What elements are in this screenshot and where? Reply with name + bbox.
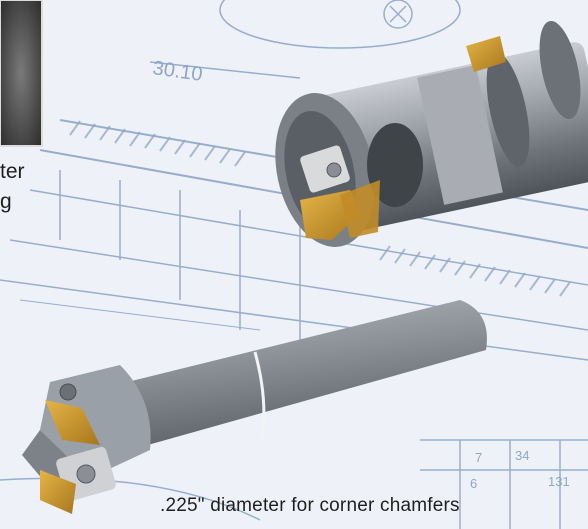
dimension-line — [149, 61, 301, 79]
gold-insert — [340, 180, 380, 238]
table-cell: 34 — [515, 448, 529, 463]
bottom-caption: .225" diameter for corner chamfers — [160, 495, 460, 516]
table-cell: 7 — [475, 450, 482, 465]
left-caption-line-2: g — [0, 190, 12, 213]
left-caption-line-1: ter — [0, 160, 25, 183]
gold-insert — [40, 470, 76, 514]
insert-screw — [76, 464, 96, 484]
insert-screw — [59, 383, 77, 401]
blueprint-hatching — [69, 120, 571, 297]
indexable-cutter-head — [275, 20, 588, 247]
gold-insert — [466, 36, 506, 72]
blueprint-arc — [219, 0, 461, 49]
gold-insert — [45, 400, 100, 445]
table-cell: 131 — [548, 474, 570, 489]
carbide-insert — [300, 145, 350, 193]
chamfer-end-mill — [22, 300, 487, 514]
insert-screw — [326, 162, 342, 178]
tool-shank — [95, 300, 487, 450]
photo-thumbnail — [0, 0, 42, 146]
blueprint-circle — [383, 0, 413, 29]
table-cell: 6 — [470, 476, 477, 491]
